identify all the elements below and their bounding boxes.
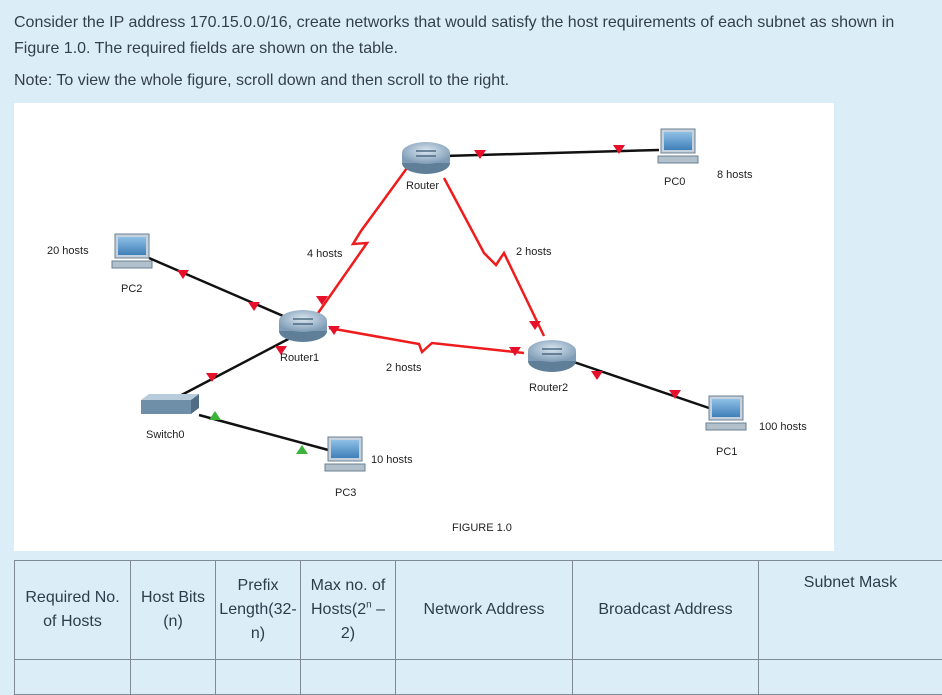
question-text: Consider the IP address 170.15.0.0/16, c… [14, 10, 914, 62]
header-max-hosts: Max no. of Hosts(2n – 2) [301, 561, 396, 660]
pc3-label: PC3 [335, 487, 356, 499]
host-label-pc2: 20 hosts [47, 245, 89, 257]
link-router1-switch0 [172, 335, 296, 400]
host-label-router-router1: 4 hosts [307, 248, 343, 260]
table-header-row: Required No. of Hosts Host Bits (n) Pref… [15, 561, 942, 660]
table-cell[interactable] [396, 660, 573, 695]
pc0-icon [658, 129, 698, 163]
pc3-icon [325, 437, 365, 471]
pc2-label: PC2 [121, 283, 142, 295]
link-pc2-router1 [149, 258, 304, 325]
host-label-router1-router2: 2 hosts [386, 362, 422, 374]
scroll-note: Note: To view the whole figure, scroll d… [14, 70, 914, 92]
router2-icon [528, 340, 576, 372]
subnet-table: Required No. of Hosts Host Bits (n) Pref… [14, 560, 942, 695]
table-cell[interactable] [216, 660, 301, 695]
pc0-label: PC0 [664, 176, 685, 188]
host-label-router-router2: 2 hosts [516, 246, 552, 258]
link-router1-router2 [329, 328, 524, 353]
switch-icon [141, 394, 199, 414]
router-label: Router [406, 180, 439, 192]
header-broadcast-address: Broadcast Address [573, 561, 759, 660]
table-cell[interactable] [301, 660, 396, 695]
header-subnet-mask: Subnet Mask [759, 561, 942, 660]
router2-label: Router2 [529, 382, 568, 394]
link-switch0-pc3 [199, 415, 332, 451]
figure-caption: FIGURE 1.0 [452, 522, 512, 534]
port-up-icon [209, 411, 221, 420]
table-cell[interactable] [131, 660, 216, 695]
link-router-router1 [316, 168, 407, 316]
host-label-pc1: 100 hosts [759, 421, 807, 433]
header-required-hosts: Required No. of Hosts [15, 561, 131, 660]
network-figure: Router Router1 Router2 Switch0 PC0 PC1 P… [14, 103, 834, 551]
pc1-label: PC1 [716, 446, 737, 458]
router1-icon [279, 310, 327, 342]
host-label-pc0: 8 hosts [717, 169, 753, 181]
table-row [15, 660, 942, 695]
table-cell[interactable] [573, 660, 759, 695]
table-cell[interactable] [15, 660, 131, 695]
host-label-pc3: 10 hosts [371, 454, 413, 466]
header-prefix-length: Prefix Length(32-n) [216, 561, 301, 660]
header-network-address: Network Address [396, 561, 573, 660]
header-host-bits: Host Bits (n) [131, 561, 216, 660]
port-up-icon [296, 445, 308, 454]
link-router2-pc1 [562, 358, 709, 408]
router1-label: Router1 [280, 352, 319, 364]
port-down-icon [613, 145, 625, 154]
pc1-icon [706, 396, 746, 430]
port-down-icon [591, 371, 603, 380]
pc2-icon [112, 234, 152, 268]
switch0-label: Switch0 [146, 429, 185, 441]
table-cell[interactable] [759, 660, 942, 695]
router-icon [402, 142, 450, 174]
